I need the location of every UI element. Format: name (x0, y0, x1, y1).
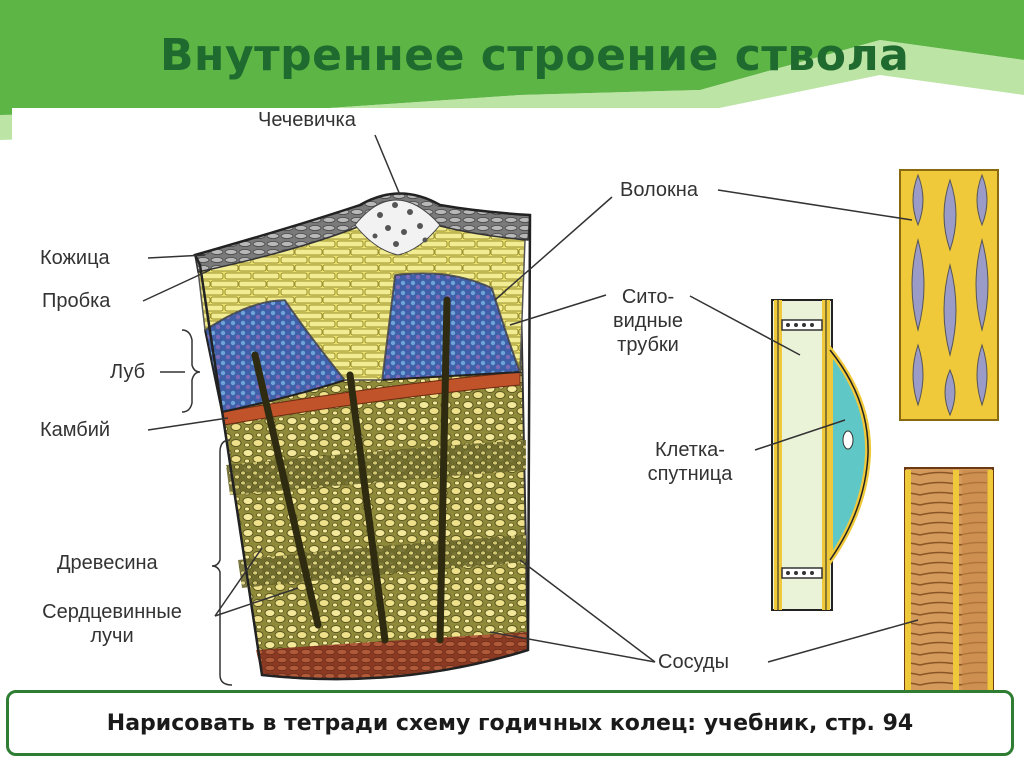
stem-cross-section-diagram (142, 134, 999, 699)
task-text: Нарисовать в тетради схему годичных коле… (106, 710, 914, 736)
label-sieve-tubes-line2: видные (612, 310, 683, 332)
sieve-tube-detail (771, 299, 872, 611)
label-companion-cell-line2: спутница (647, 463, 733, 485)
leader-lines (142, 134, 919, 686)
task-box: Нарисовать в тетради схему годичных коле… (6, 690, 1014, 756)
label-medullary-rays-line2: лучи (90, 625, 134, 647)
label-companion-cell: Клетка- спутница (628, 438, 752, 486)
label-medullary-rays: Сердцевинные лучи (12, 600, 212, 648)
label-cork: Пробка (42, 290, 111, 312)
label-sieve-tubes: Сито- видные трубки (590, 285, 706, 357)
vessels-detail (904, 467, 994, 699)
label-companion-cell-line1: Клетка- (655, 439, 725, 461)
stem-section (193, 192, 532, 681)
page-title: Внутреннее строение ствола (160, 30, 910, 81)
label-sieve-tubes-line1: Сито- (621, 286, 675, 308)
label-wood: Древесина (57, 552, 158, 574)
label-lenticel: Чечевичка (258, 109, 356, 131)
label-phloem: Луб (110, 361, 146, 383)
label-medullary-rays-line1: Сердцевинные (42, 601, 182, 623)
label-cambium: Камбий (40, 419, 111, 441)
label-epidermis: Кожица (40, 247, 110, 269)
label-vessels: Сосуды (658, 651, 729, 673)
fibers-detail (899, 169, 999, 421)
label-fibers: Волокна (620, 179, 698, 201)
label-sieve-tubes-line3: трубки (617, 334, 679, 356)
